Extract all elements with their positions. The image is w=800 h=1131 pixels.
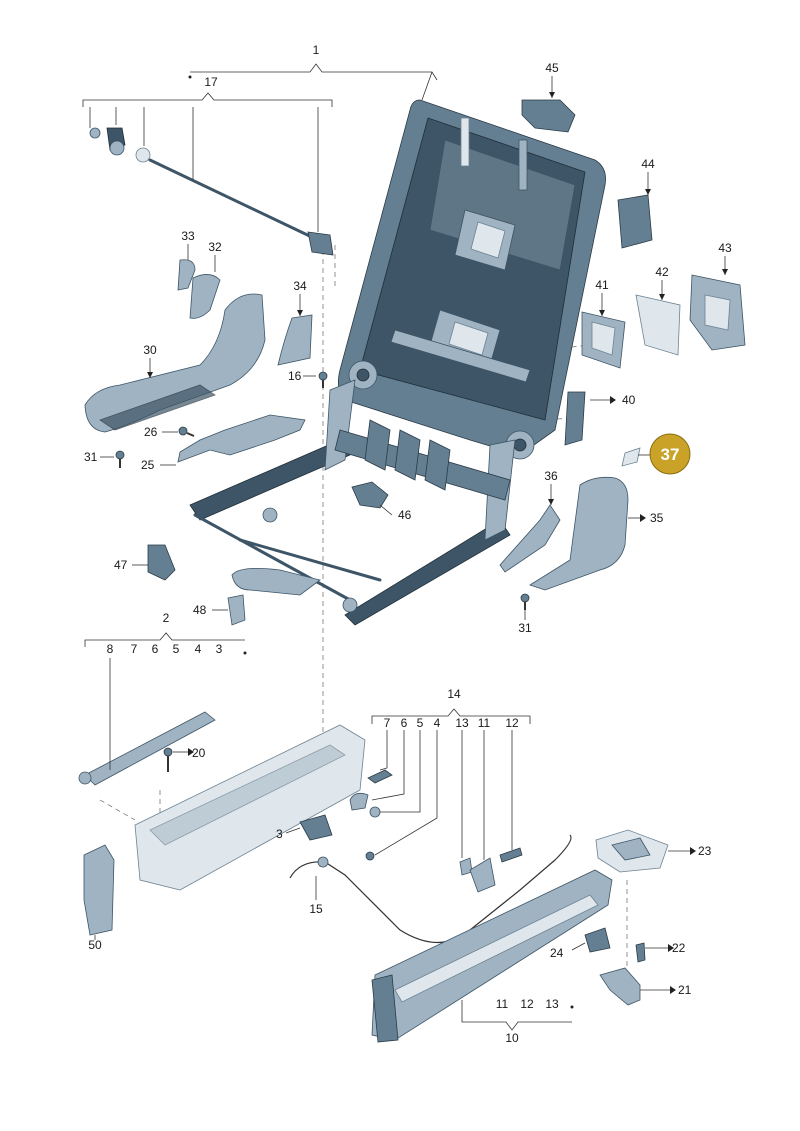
highlight-label: 37 (661, 445, 680, 464)
label-1: 1 (313, 43, 320, 57)
label-45: 45 (545, 61, 559, 75)
seat-rail-lower[interactable] (371, 829, 669, 1043)
leader-lines (82, 63, 726, 1031)
label-g5: 5 (173, 642, 180, 656)
label-16: 16 (288, 369, 302, 383)
label-17: 17 (204, 75, 218, 89)
label-k12: 12 (520, 997, 534, 1011)
label-h4: 4 (434, 716, 441, 730)
arrowheads (147, 92, 728, 994)
label-23: 23 (698, 844, 712, 858)
label-k11: 11 (496, 997, 509, 1011)
label-21: 21 (678, 983, 692, 997)
backrest-frame[interactable] (337, 99, 606, 460)
label-h6: 6 (401, 716, 408, 730)
label-50: 50 (88, 938, 102, 952)
part-22 (635, 942, 646, 963)
label-14: 14 (447, 687, 461, 701)
part-11 (469, 857, 496, 893)
spring-7 (367, 769, 393, 784)
label-h12: 12 (505, 716, 519, 730)
part-32 (189, 274, 221, 319)
label-g8: 8 (107, 642, 114, 656)
clip-31b (520, 593, 530, 603)
label-34: 34 (293, 279, 307, 293)
part-21 (599, 967, 641, 1006)
label-k13: 13 (545, 997, 559, 1011)
label-33: 33 (181, 229, 195, 243)
part-3 (299, 814, 333, 841)
part-6 (349, 792, 369, 811)
part-47 (147, 544, 176, 581)
part-44 (617, 194, 653, 249)
recliner-rod-assembly[interactable] (89, 127, 334, 256)
clip-31a (115, 450, 125, 460)
part-50 (83, 844, 115, 936)
gas-strut-8 (84, 711, 216, 786)
label-h7: 7 (384, 716, 391, 730)
label-44: 44 (641, 157, 655, 171)
part-24 (584, 927, 611, 953)
cable-15[interactable] (289, 834, 572, 943)
label-32: 32 (208, 240, 222, 254)
label-42: 42 (655, 265, 669, 279)
label-g4: 4 (195, 642, 202, 656)
part-36 (499, 504, 561, 573)
label-22: 22 (672, 941, 686, 955)
label-10: 10 (505, 1031, 519, 1045)
label-41: 41 (595, 278, 609, 292)
screw-16 (318, 371, 328, 381)
side-trim-parts[interactable] (84, 259, 389, 626)
label-47: 47 (114, 558, 128, 572)
label-3: 3 (276, 827, 283, 841)
part-12 (499, 847, 523, 863)
part-33 (177, 259, 196, 291)
part-34 (277, 314, 313, 366)
seat-base-frame[interactable] (189, 379, 516, 626)
part-number-labels: 1 17 45 44 43 42 41 40 33 32 34 30 16 26… (84, 43, 732, 1045)
label-2: 2 (163, 611, 170, 625)
label-g3: 3 (216, 642, 223, 656)
label-20: 20 (192, 746, 206, 760)
highlight-callout-37[interactable]: 37 (649, 433, 691, 475)
label-24: 24 (550, 946, 564, 960)
fasteners[interactable] (115, 371, 530, 861)
label-g6: 6 (152, 642, 159, 656)
label-35: 35 (650, 511, 664, 525)
label-40: 40 (622, 393, 636, 407)
part-25 (177, 414, 306, 463)
label-31b: 31 (518, 621, 532, 635)
part-30 (84, 293, 266, 433)
part-42 (635, 294, 681, 356)
label-48: 48 (193, 603, 207, 617)
part-35 (529, 476, 629, 591)
screw-20 (163, 747, 173, 757)
part-46 (351, 481, 389, 509)
label-h11: 11 (478, 716, 491, 730)
label-36: 36 (544, 469, 558, 483)
part-45 (521, 99, 576, 133)
label-25: 25 (141, 458, 155, 472)
label-h13: 13 (455, 716, 469, 730)
right-side-parts[interactable] (499, 99, 746, 591)
seat-rail-upper[interactable] (78, 711, 393, 936)
part-13 (459, 857, 473, 876)
label-30: 30 (143, 343, 157, 357)
label-46: 46 (398, 508, 412, 522)
label-15: 15 (309, 902, 323, 916)
label-31a: 31 (84, 450, 98, 464)
label-43: 43 (718, 241, 732, 255)
screw-26 (178, 426, 188, 436)
part-48 (227, 594, 246, 626)
screw-4 (365, 851, 375, 861)
label-26: 26 (144, 425, 158, 439)
part-40 (564, 391, 586, 446)
label-h5: 5 (417, 716, 424, 730)
label-g7: 7 (131, 642, 138, 656)
